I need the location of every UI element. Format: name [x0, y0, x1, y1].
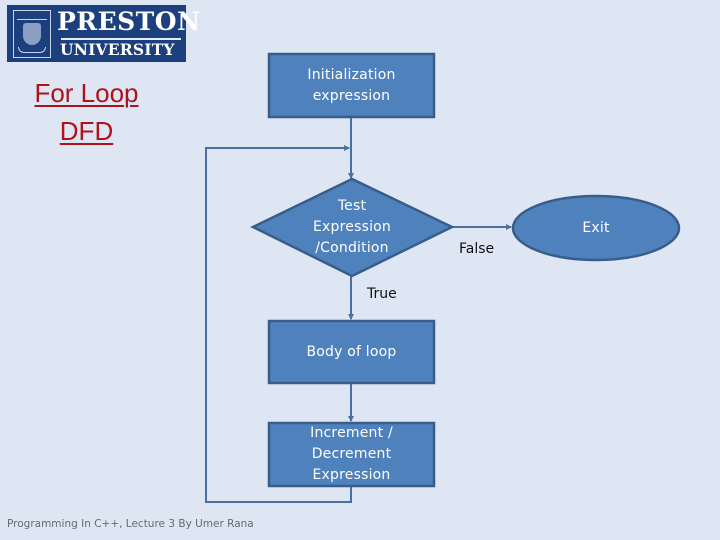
body-node-shape	[267, 319, 436, 385]
update-node-label: Increment / Decrement Expression	[269, 422, 434, 487]
exit-node-label: Exit	[582, 219, 610, 236]
connectors	[205, 117, 512, 503]
body-node-label: Body of loop	[306, 343, 397, 360]
true-edge-label: True	[367, 286, 397, 302]
update-node-shape	[267, 421, 436, 488]
crest-banner	[17, 14, 47, 20]
logo-name-line1: PRESTON	[57, 7, 201, 36]
slide-title-line2: DFD	[59, 116, 114, 146]
slide-title: For Loop DFD	[14, 74, 159, 150]
init-node-line1: Initialization	[307, 66, 396, 83]
test-node-line2: Expression	[313, 218, 391, 235]
logo-name-line2: UNIVERSITY	[60, 40, 175, 59]
crest-shield	[23, 23, 41, 45]
logo-divider	[61, 38, 181, 40]
test-node-label: Test Expression /Condition	[290, 195, 414, 259]
slide-footer: Programming In C++, Lecture 3 By Umer Ra…	[7, 518, 254, 530]
university-crest-icon	[13, 10, 51, 58]
slide-title-line1: For Loop	[34, 78, 139, 108]
test-node-line1: Test	[337, 197, 367, 214]
update-node-line3: Expression	[312, 467, 391, 483]
test-node-shape	[250, 177, 455, 278]
init-node-label: Initialization expression	[269, 54, 434, 117]
false-edge-label: False	[459, 241, 495, 257]
update-node-line2: Decrement	[311, 446, 392, 462]
exit-node-shape	[511, 194, 681, 262]
init-node-line2: expression	[312, 87, 391, 104]
update-node-line1: Increment /	[310, 425, 393, 441]
edge-loop-back	[205, 145, 352, 503]
test-node-line3: /Condition	[315, 239, 389, 256]
init-node-shape	[267, 52, 436, 119]
preston-university-logo: PRESTON UNIVERSITY	[7, 5, 201, 62]
